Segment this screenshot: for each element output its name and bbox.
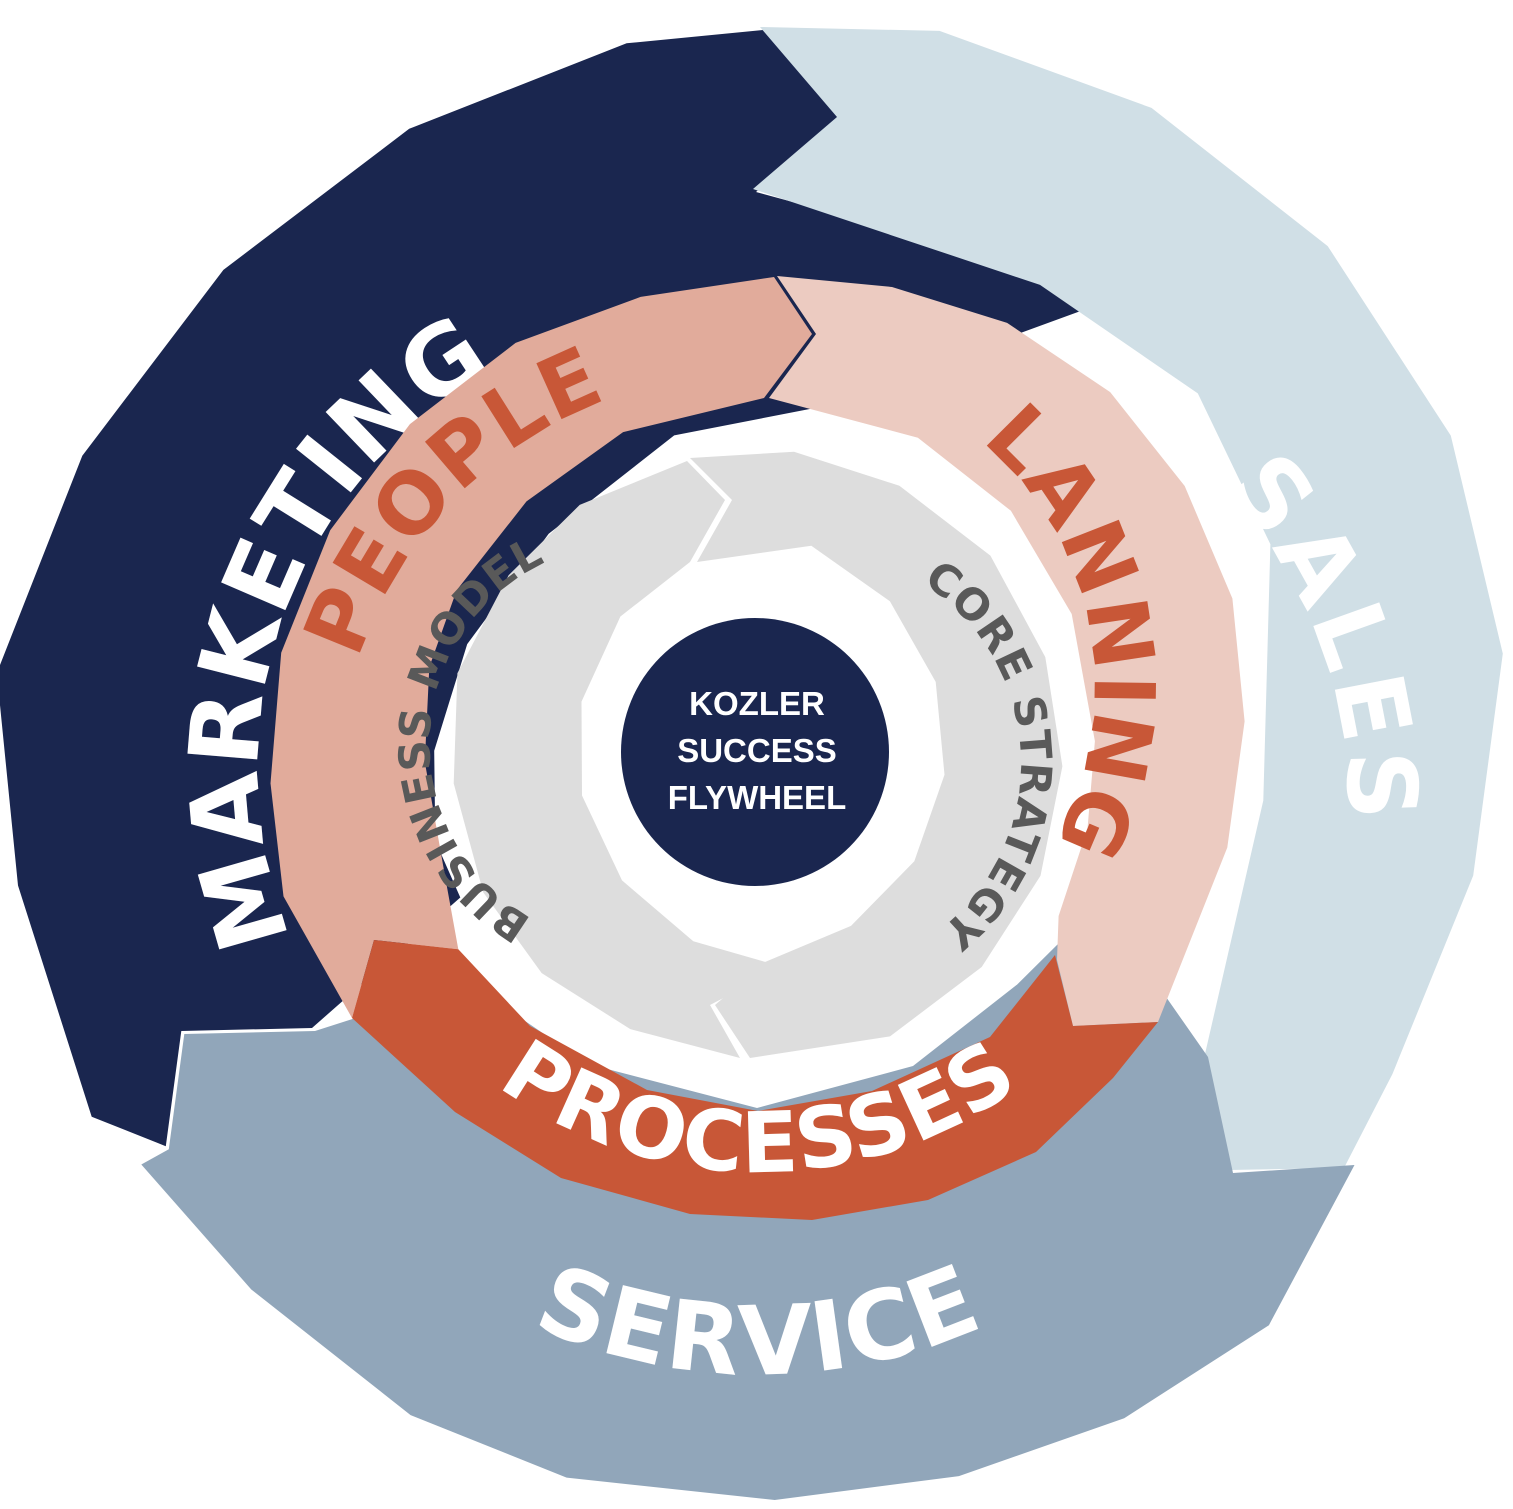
middle-segment-processes [352,940,1158,1220]
middle-segment-planning [769,276,1245,1026]
outer-segment-sales [753,27,1503,1170]
middle-segment-people [270,277,812,1018]
hub-label-line-3: FLYWHEEL [668,779,846,816]
inner-segment-business-model [453,461,783,1058]
hub-label-line-1: KOZLER [689,685,825,722]
inner-segment-core-strategy [690,451,1063,1058]
hub-circle [621,618,889,886]
hub: KOZLER SUCCESS FLYWHEEL [621,618,889,886]
hub-label-line-2: SUCCESS [677,732,837,769]
